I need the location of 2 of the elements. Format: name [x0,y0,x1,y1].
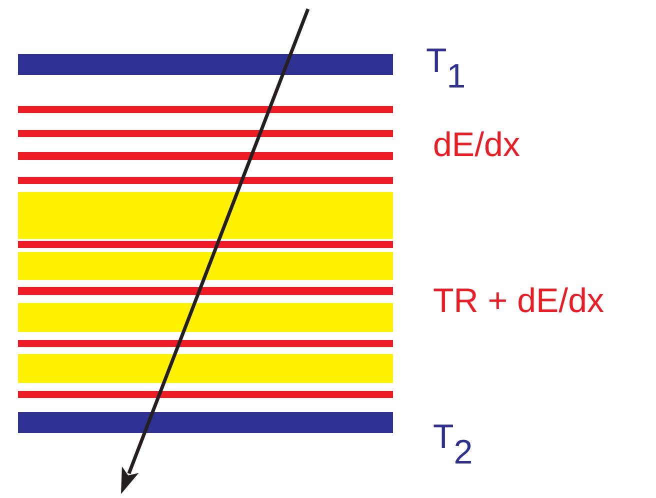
region-label: TR + dE/dx [433,284,604,318]
region-label: dE/dx [433,128,520,162]
